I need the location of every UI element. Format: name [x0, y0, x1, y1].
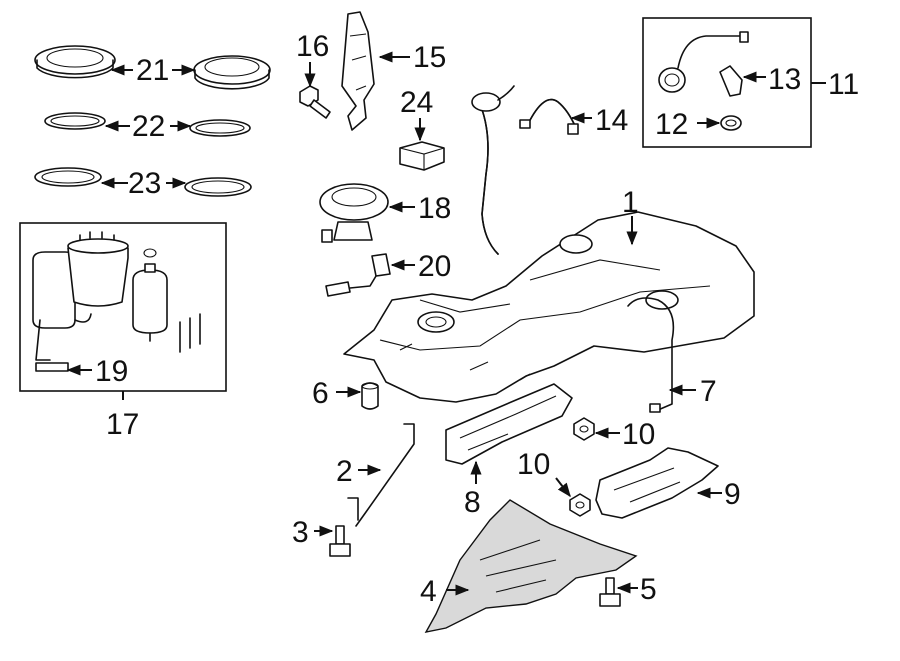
- callout-13: 13: [768, 63, 801, 96]
- part-18-pump-flange: [319, 183, 389, 243]
- callout-22: 22: [132, 110, 165, 143]
- callout-18: 18: [418, 192, 451, 225]
- leader-10b: [555, 477, 571, 498]
- callout-11: 11: [828, 68, 859, 101]
- callout-7: 7: [700, 375, 717, 408]
- part-8-heat-shield: [445, 383, 573, 465]
- callout-9: 9: [724, 478, 741, 511]
- callout-1: 1: [622, 186, 639, 219]
- part-16-bolt: [299, 85, 331, 119]
- part-4-underbody-shield: [424, 499, 638, 633]
- part-9-shield: [595, 447, 719, 519]
- part-6-bumper: [361, 382, 379, 410]
- callout-14: 14: [595, 104, 628, 137]
- part-1-fuel-tank: [343, 85, 755, 403]
- part-24-clip: [399, 141, 445, 171]
- callout-17: 17: [106, 408, 139, 441]
- callout-4: 4: [420, 575, 437, 608]
- callout-12: 12: [655, 108, 688, 141]
- callout-19: 19: [95, 355, 128, 388]
- part-15-bracket: [341, 11, 375, 131]
- callout-3: 3: [292, 516, 309, 549]
- part-21-lock-rings: [34, 45, 271, 90]
- part-10-nuts: [569, 417, 595, 517]
- part-20-connector: [325, 253, 391, 297]
- part-5-bolt: [599, 577, 621, 607]
- part-7-fuel-line: [627, 297, 675, 413]
- part-23-seals: [34, 167, 252, 197]
- part-14-vent-line: [519, 98, 579, 135]
- callout-10-upper: 10: [622, 418, 655, 451]
- callout-15: 15: [413, 41, 446, 74]
- callout-2: 2: [336, 455, 353, 488]
- part-17-fuel-pump: [32, 231, 201, 372]
- callout-10-lower: 10: [517, 448, 550, 481]
- part-2-strap: [347, 423, 415, 527]
- part-22-seals: [44, 112, 251, 137]
- callout-23: 23: [128, 167, 161, 200]
- callout-16: 16: [296, 30, 329, 63]
- callout-6: 6: [312, 377, 329, 410]
- callout-21: 21: [136, 54, 169, 87]
- callout-24: 24: [400, 86, 433, 119]
- part-3-bolt: [329, 525, 351, 557]
- callout-8: 8: [464, 486, 481, 519]
- part-11-sensor: [658, 31, 749, 131]
- callout-5: 5: [640, 573, 657, 606]
- callout-20: 20: [418, 250, 451, 283]
